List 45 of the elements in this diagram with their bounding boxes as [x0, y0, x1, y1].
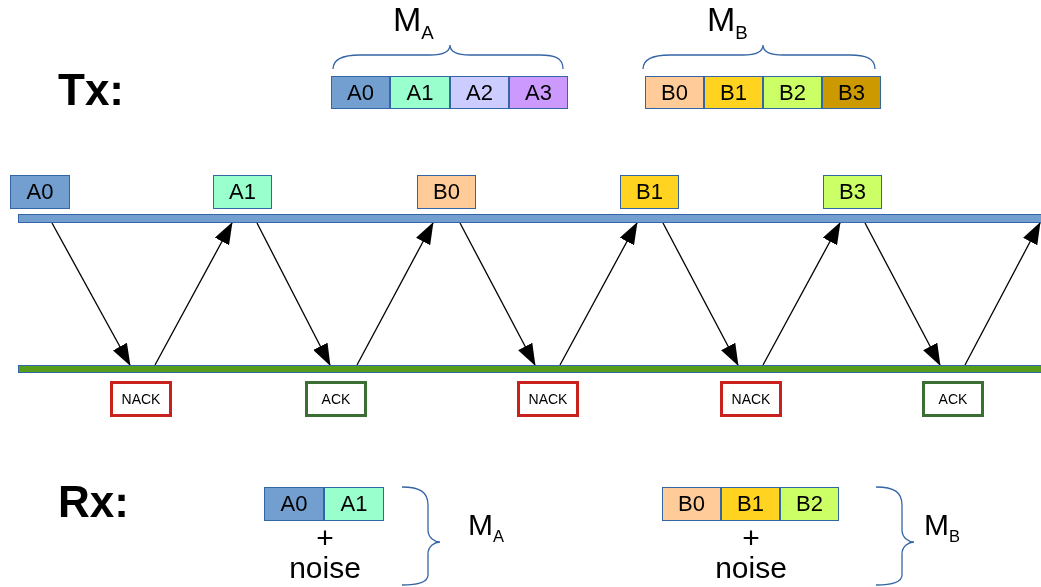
packet-block: A1 [324, 487, 384, 521]
packet-block: B3 [822, 76, 881, 109]
packet-block: B2 [763, 76, 822, 109]
packet-block: A2 [450, 76, 509, 109]
brace-label: M$_{A}$ [393, 2, 434, 43]
packet-block: B1 [721, 487, 780, 521]
packet-block: A0 [264, 487, 324, 521]
rx-heading: Rx: [58, 480, 129, 524]
packet-block: B0 [662, 487, 721, 521]
nack-box: NACK [720, 381, 782, 417]
packet-block: A1 [390, 76, 450, 109]
arrow [662, 222, 739, 366]
arrow [51, 222, 131, 366]
packet-block: B1 [620, 175, 679, 209]
ack-box: ACK [305, 381, 367, 417]
tx-timeline-bar [18, 214, 1041, 223]
packet-block: A0 [331, 76, 390, 109]
brace-label: M$_{A}$ [468, 510, 504, 545]
packet-block: A1 [213, 175, 272, 209]
packet-block: B1 [704, 76, 763, 109]
arrow [356, 222, 434, 366]
tx-heading: Tx: [58, 68, 124, 112]
nack-box: NACK [517, 381, 579, 417]
arrow [154, 222, 233, 366]
arrow [256, 222, 331, 366]
plus-sign: + [316, 523, 334, 553]
nack-box: NACK [110, 381, 172, 417]
noise-label: noise [715, 553, 787, 583]
brace-label: M$_{B}$ [707, 2, 748, 43]
packet-block: A0 [10, 175, 70, 209]
brace-label: M$_{B}$ [924, 510, 960, 545]
packet-block: B0 [645, 76, 704, 109]
packet-block: B2 [780, 487, 839, 521]
arrow [559, 222, 638, 366]
arrow [762, 222, 841, 366]
packet-block: A3 [509, 76, 568, 109]
packet-block: B3 [823, 175, 882, 209]
arrow [864, 222, 941, 366]
arrow [459, 222, 536, 366]
ack-box: ACK [922, 381, 984, 417]
noise-label: noise [289, 553, 361, 583]
packet-block: B0 [417, 175, 476, 209]
plus-sign: + [742, 523, 760, 553]
arrow [964, 222, 1041, 366]
rx-timeline-bar [18, 365, 1041, 373]
